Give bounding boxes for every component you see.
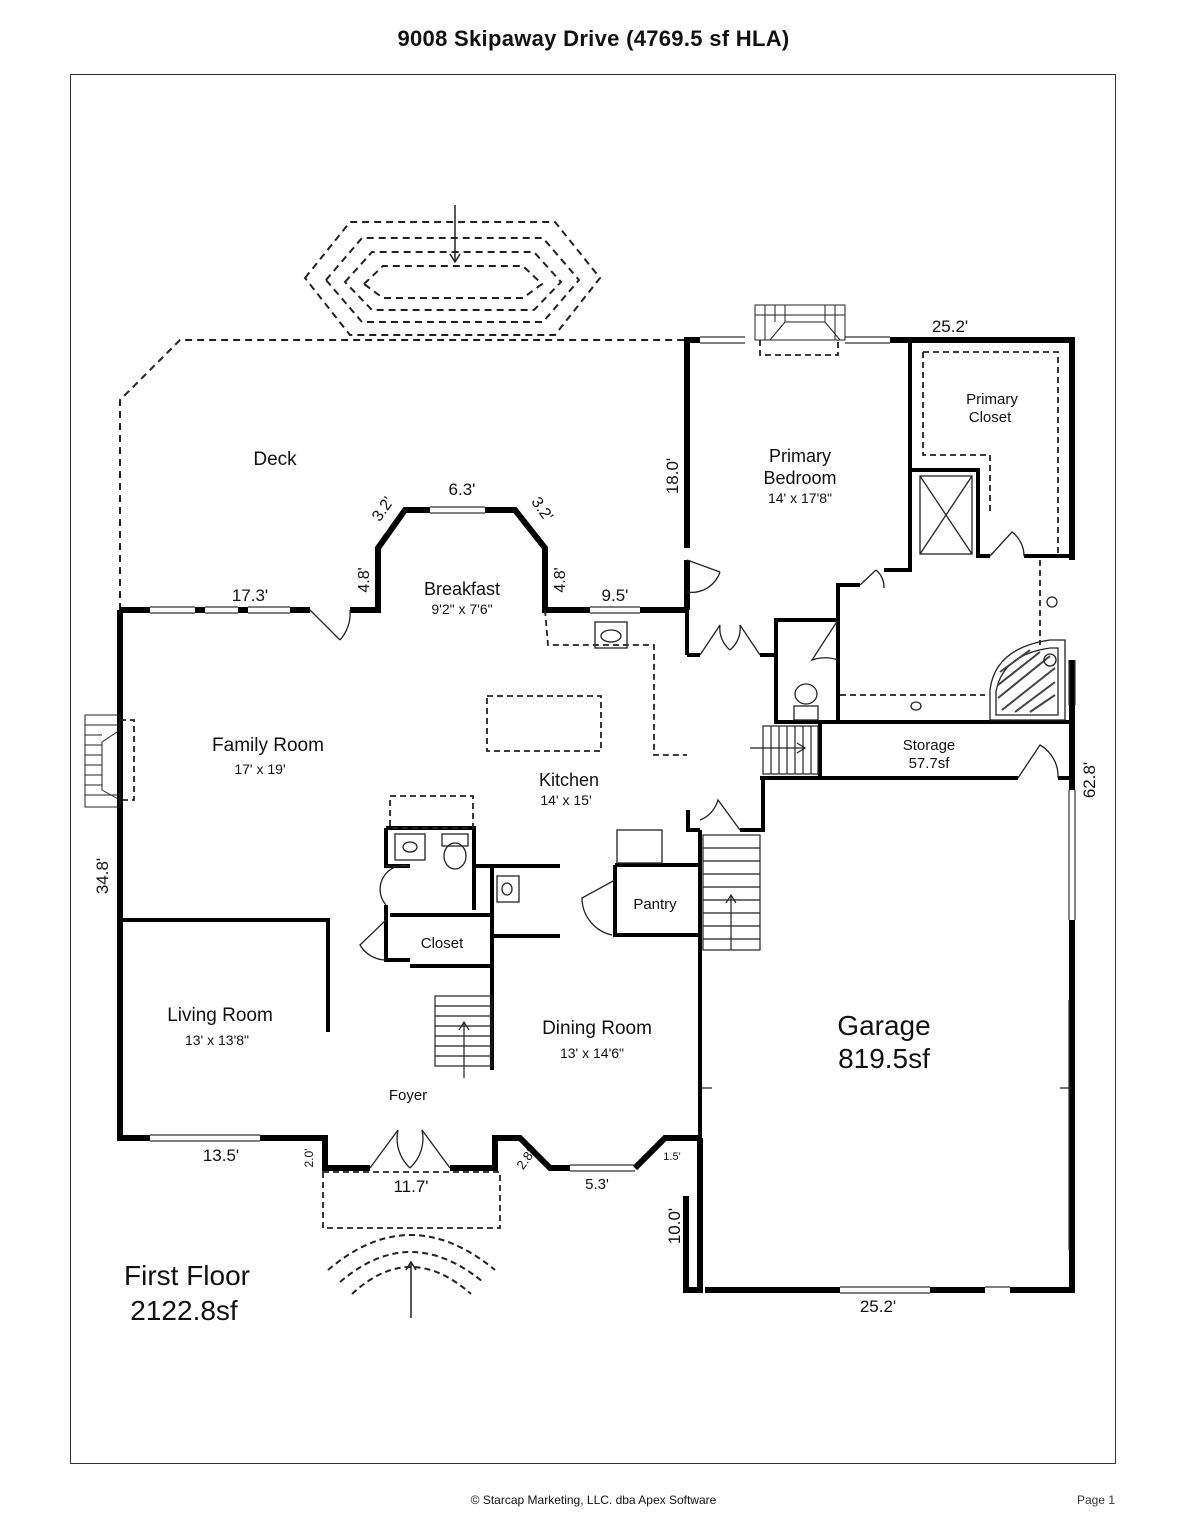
dimension-label: 3.2' [527, 494, 555, 524]
room-name: Deck [253, 449, 297, 470]
room-size: 14' x 17'8" [768, 490, 832, 506]
dimension-label: 4.8' [552, 567, 569, 592]
footer-copyright: © Starcap Marketing, LLC. dba Apex Softw… [470, 1493, 717, 1507]
deck-outline [119, 339, 684, 610]
dimension-label: 25.2' [860, 1297, 896, 1316]
dimension-label: 17.3' [232, 586, 268, 605]
dimension-labels: 25.2' 18.0' 6.3' 3.2' 3.2' 4.8' 4.8' 17.… [93, 317, 1099, 1316]
room-name: Closet [421, 935, 464, 952]
room-name: Garage [837, 1010, 930, 1041]
room-size: 13' x 14'6" [560, 1045, 624, 1061]
deck-stairs [303, 221, 602, 336]
floor-area: 2122.8sf [130, 1295, 238, 1326]
dimension-label: 1.5' [663, 1151, 680, 1163]
room-size: 819.5sf [838, 1043, 930, 1074]
doors [309, 531, 1072, 1169]
dimension-label: 3.2' [369, 494, 397, 524]
dimension-label: 6.3' [449, 480, 476, 499]
dimension-label: 10.0' [665, 1208, 684, 1244]
room-name: Dining Room [542, 1018, 652, 1039]
room-size: 9'2" x 7'6" [431, 601, 492, 617]
room-name: Primary [769, 446, 831, 466]
front-step-arrow [405, 1260, 417, 1318]
dimension-label: 11.7' [393, 1177, 428, 1196]
room-name: Foyer [389, 1087, 427, 1104]
dimension-label: 5.3' [585, 1176, 609, 1193]
fireplace-family [84, 714, 121, 808]
page-number: Page 1 [1076, 1493, 1115, 1507]
page-frame [70, 74, 1116, 1464]
room-name: Bedroom [763, 468, 836, 488]
windows [150, 336, 1076, 1294]
floor-name: First Floor [124, 1260, 250, 1291]
dimension-label: 2.0' [302, 1149, 316, 1168]
room-size: 17' x 19' [234, 761, 285, 777]
room-name: Kitchen [539, 770, 599, 790]
room-size: 57.7sf [909, 755, 951, 772]
floor-summary: First Floor 2122.8sf [124, 1260, 250, 1326]
dimension-label: 9.5' [602, 586, 629, 605]
dimension-label: 34.8' [93, 858, 112, 894]
dimension-label: 13.5' [203, 1146, 239, 1165]
room-name: Closet [969, 409, 1012, 426]
counters [120, 340, 1059, 1229]
fireplace-primary [754, 304, 846, 341]
room-name: Primary [966, 391, 1018, 408]
room-name: Living Room [167, 1005, 273, 1026]
dimension-label: 25.2' [932, 317, 968, 336]
stairs [434, 725, 819, 1078]
room-labels: Deck Breakfast 9'2" x 7'6" Primary Bedro… [167, 391, 1018, 1104]
page-title: 9008 Skipaway Drive (4769.5 sf HLA) [397, 26, 790, 51]
room-name: Storage [903, 737, 956, 754]
dimension-label: 4.8' [356, 567, 373, 592]
room-name: Breakfast [424, 579, 500, 599]
room-size: 14' x 15' [540, 792, 591, 808]
bath-fixtures [394, 475, 1066, 903]
deck-stair-arrow [449, 205, 461, 264]
front-steps [327, 1234, 496, 1295]
dimension-label: 62.8' [1080, 762, 1099, 798]
room-size: 13' x 13'8" [185, 1032, 249, 1048]
dimension-label: 18.0' [663, 458, 682, 494]
room-name: Pantry [633, 896, 677, 913]
room-name: Family Room [212, 735, 324, 756]
exterior-walls [117, 337, 1075, 1293]
